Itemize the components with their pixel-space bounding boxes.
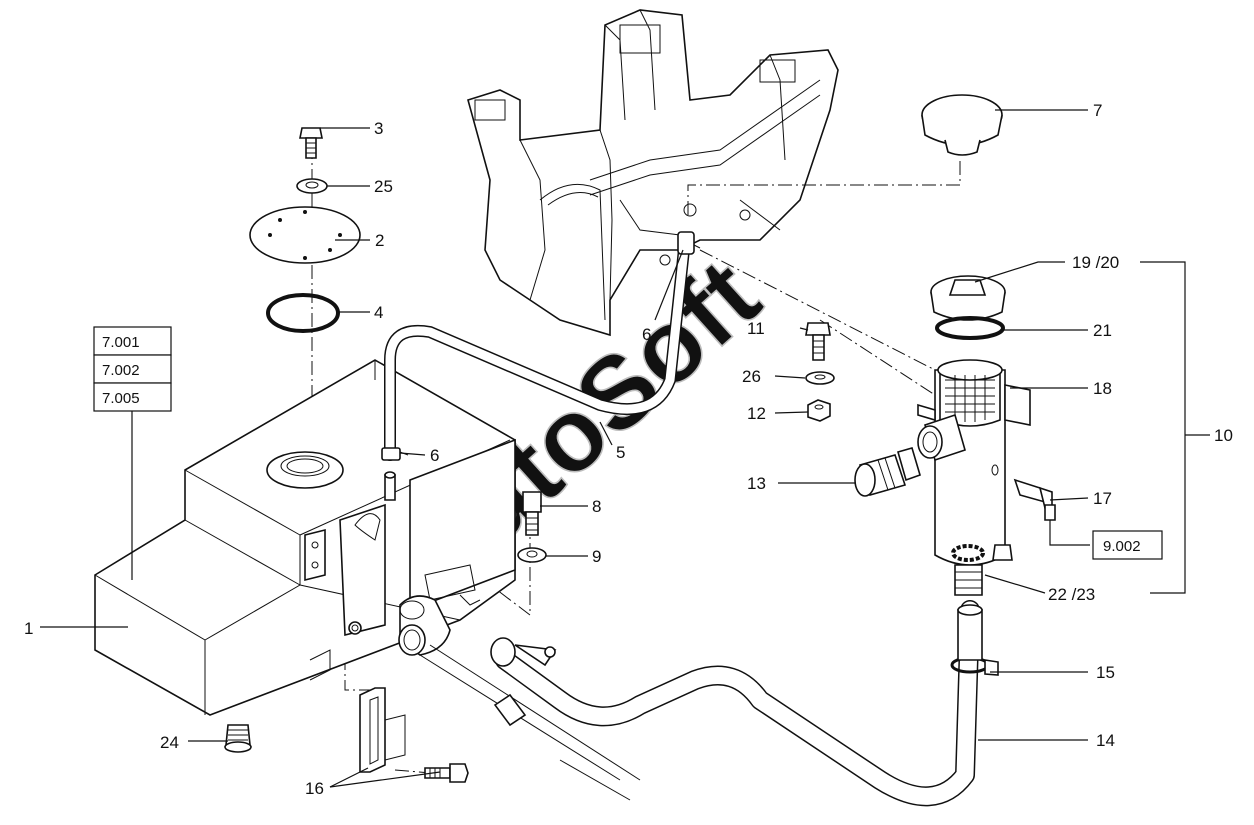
callout-10: 10 [1214, 426, 1233, 445]
callout-6-upper: 6 [642, 325, 651, 344]
filter-cap-19-20 [930, 275, 1006, 321]
callout-11: 11 [747, 319, 765, 338]
hose-clamp-6b [677, 231, 701, 255]
callout-13: 13 [747, 474, 766, 493]
callout-18: 18 [1093, 379, 1112, 398]
filter-cap-7 [921, 94, 1003, 156]
filter-housing-18 [917, 359, 1031, 566]
tank-filler-neck [266, 451, 344, 489]
callout-21: 21 [1093, 321, 1112, 340]
o-ring-21 [935, 316, 1005, 340]
cover-plate-2 [249, 206, 361, 264]
callout-14: 14 [1096, 731, 1115, 750]
drain-plug [224, 724, 252, 753]
gasket-ring-4 [266, 293, 340, 333]
filter-outlet-nipple [954, 564, 983, 596]
tank-side-panel [409, 438, 516, 612]
washer-9 [517, 547, 547, 563]
small-hose-clamp [348, 621, 362, 635]
bolt-11 [805, 322, 831, 361]
washer-26 [805, 371, 835, 385]
leader-lines [40, 109, 1210, 788]
callout-8: 8 [592, 497, 601, 516]
nut-12 [807, 399, 831, 422]
callout-7: 7 [1093, 101, 1102, 120]
bolt-3 [299, 127, 323, 159]
adapter-fitting-13 [854, 447, 921, 497]
callout-9: 9 [592, 547, 601, 566]
callout-labels: 1 2 3 4 5 6 6 7 8 9 10 11 12 13 14 15 16… [24, 101, 1233, 798]
tank-return-fitting [384, 471, 396, 501]
callout-26: 26 [742, 367, 761, 386]
callout-17: 17 [1093, 489, 1112, 508]
callout-2: 2 [375, 231, 384, 250]
callout-4: 4 [374, 303, 383, 322]
ref-7002[interactable]: 7.002 [102, 362, 140, 379]
callout-22-23: 22 /23 [1048, 585, 1095, 604]
sensor-17 [991, 464, 1056, 521]
bolt-8 [522, 491, 542, 536]
washer-25 [296, 178, 328, 194]
filter-element-mesh [945, 375, 995, 422]
callout-12: 12 [747, 404, 766, 423]
tank-outlet-elbow [398, 595, 451, 656]
reference-box-group-7: 7.001 7.002 7.005 [93, 326, 172, 412]
strap-bolt [424, 763, 469, 783]
ref-7001[interactable]: 7.001 [102, 334, 140, 351]
callout-24: 24 [160, 733, 179, 752]
hose-end-left [490, 637, 557, 667]
chassis-frame [467, 9, 839, 337]
mounting-bracket [304, 503, 386, 637]
hose-clamp-6a [381, 447, 409, 461]
intake-hose-14 [495, 600, 980, 807]
ref-9002[interactable]: 9.002 [1103, 538, 1141, 555]
filter-inlet-pipe [957, 604, 983, 661]
reference-box-9002: 9.002 [1092, 530, 1163, 560]
callout-25: 25 [374, 177, 393, 196]
hose-5 [384, 234, 691, 461]
clamp-22-23 [951, 544, 985, 562]
callout-16: 16 [305, 779, 324, 798]
ref-7005[interactable]: 7.005 [102, 390, 140, 407]
callout-1: 1 [24, 619, 33, 638]
callout-15: 15 [1096, 663, 1115, 682]
callout-5: 5 [616, 443, 625, 462]
callout-3: 3 [374, 119, 383, 138]
callout-19-20: 19 /20 [1072, 253, 1119, 272]
fuel-line-hose [419, 644, 641, 801]
callout-6-lower: 6 [430, 446, 439, 465]
strap-bracket [359, 687, 406, 773]
